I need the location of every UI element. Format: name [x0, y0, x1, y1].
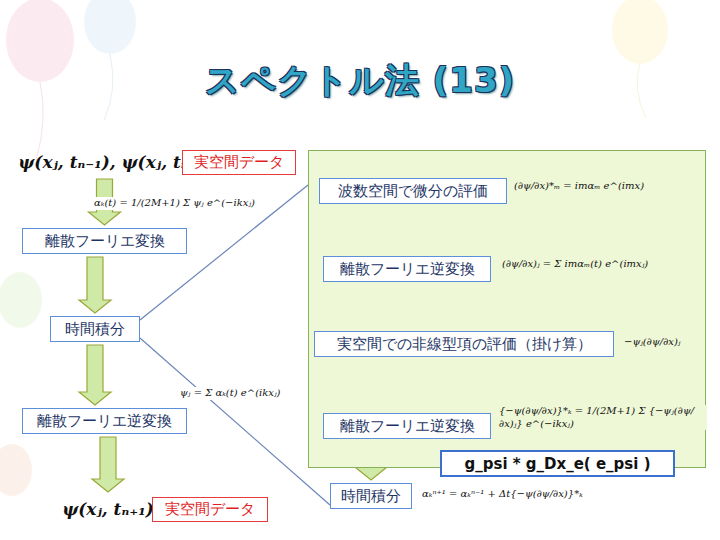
formula-node: ψ(xⱼ, tₙ₊₁): [52, 495, 164, 523]
process-box: 離散フーリエ逆変換: [323, 256, 491, 282]
block-arrow: [92, 437, 124, 492]
node-text: 実空間データ: [163, 500, 257, 519]
block-arrow: [79, 257, 111, 313]
real-space-data-box: 実空間データ: [152, 497, 268, 522]
process-box: 離散フーリエ逆変換: [323, 413, 491, 439]
formula-label: −ψⱼ(∂ψ/∂x)ⱼ: [622, 336, 683, 349]
node-text: ψ(xⱼ, tₙ₊₁): [60, 499, 155, 519]
formula-node: ψ(xⱼ, tₙ₋₁), ψ(xⱼ, tₙ): [8, 148, 207, 176]
formula-label: {−ψ(∂ψ/∂x)}*ₖ = 1/(2M+1) Σ {−ψⱼ(∂ψ/∂x)ⱼ}…: [497, 405, 707, 430]
connector: [79, 345, 111, 405]
node-text: g_psi * g_Dx_e( e_psi ): [462, 455, 652, 473]
node-text: 時間積分: [63, 320, 127, 339]
process-box: 時間積分: [50, 316, 140, 342]
node-text: 離散フーリエ変換: [43, 232, 167, 251]
formula-label: αₖ(t) = 1/(2M+1) Σ ψⱼ e^(−ikxⱼ): [92, 197, 257, 210]
node-text: 離散フーリエ逆変換: [338, 417, 477, 436]
process-box: 離散フーリエ逆変換: [22, 408, 187, 434]
node-text: ψ(xⱼ, tₙ₋₁), ψ(xⱼ, tₙ): [16, 152, 198, 172]
real-space-data-box: 実空間データ: [182, 150, 296, 175]
node-text: 実空間での非線型項の評価（掛け算）: [335, 335, 594, 354]
node-text: 波数空間で微分の評価: [336, 182, 490, 201]
process-box: 波数空間で微分の評価: [319, 178, 507, 204]
formula-label: ψⱼ = Σ αₖ(t) e^(ikxⱼ): [178, 387, 283, 400]
connector: [79, 257, 111, 313]
node-text: 離散フーリエ逆変換: [35, 412, 174, 431]
block-arrow: [79, 345, 111, 405]
process-box: 離散フーリエ変換: [22, 228, 187, 254]
formula-label: (∂ψ/∂x)*ₘ = imαₘ e^(imx): [512, 180, 646, 193]
formula-label: (∂ψ/∂x)ⱼ = Σ imαₘ(t) e^(imxⱼ): [500, 258, 650, 271]
code-callout-box: g_psi * g_Dx_e( e_psi ): [440, 450, 675, 477]
node-text: 時間積分: [339, 487, 403, 506]
formula-label: αₖⁿ⁺¹ = αₖⁿ⁻¹ + Δt{−ψ(∂ψ/∂x)}*ₖ: [420, 488, 585, 501]
connector: [92, 437, 124, 492]
slide-title: スペクトル法 (13): [0, 58, 720, 104]
node-text: 実空間データ: [192, 153, 286, 172]
process-box: 実空間での非線型項の評価（掛け算）: [314, 331, 614, 357]
process-box: 時間積分: [330, 483, 412, 509]
node-text: 離散フーリエ逆変換: [338, 260, 477, 279]
